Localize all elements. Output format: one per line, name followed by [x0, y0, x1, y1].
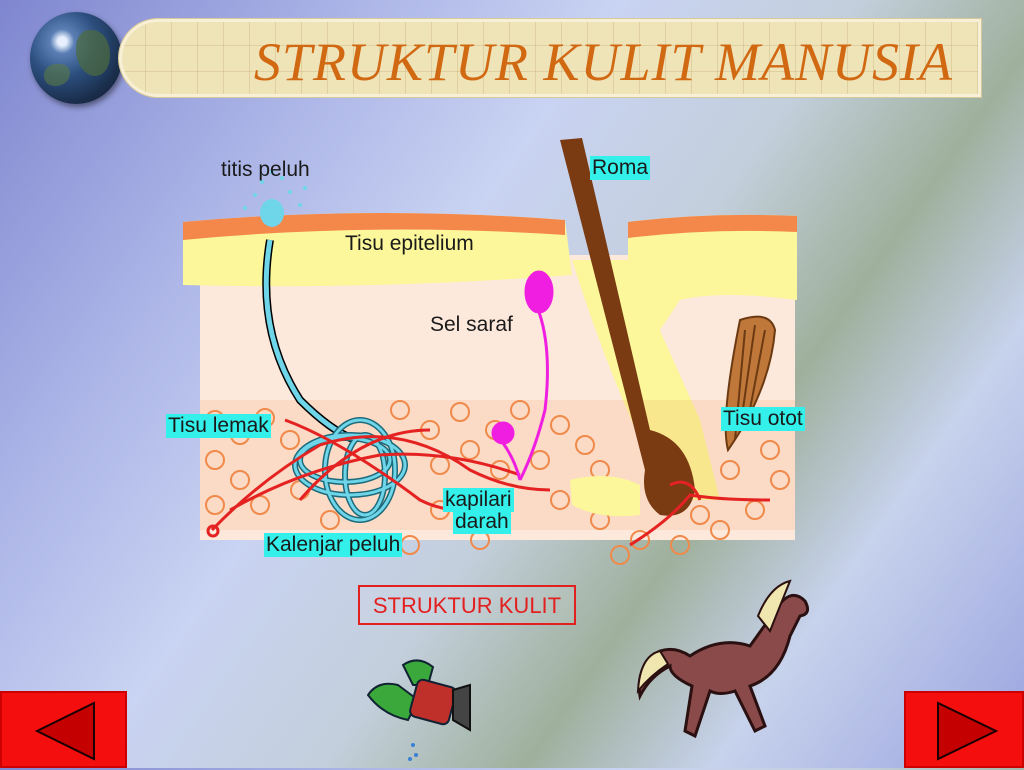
label-kapilari: kapilari: [443, 488, 514, 512]
label-kalenjar-peluh: Kalenjar peluh: [264, 533, 403, 557]
sweat-duct-inner: [263, 239, 356, 443]
epidermis-right: [628, 214, 797, 360]
label-tisu-epitelium: Tisu epitelium: [345, 232, 474, 255]
triangle-left-icon: [34, 701, 95, 761]
sweat-droplets: [243, 170, 307, 227]
label-darah: darah: [453, 510, 511, 534]
nerve-cell: [491, 270, 554, 481]
label-sel-saraf: Sel saraf: [430, 313, 513, 336]
label-titis-peluh: titis peluh: [221, 158, 310, 181]
watering-clipart: [366, 659, 471, 761]
next-slide-button[interactable]: [904, 691, 1024, 768]
triangle-right-icon: [937, 701, 999, 761]
horse-clipart: [636, 579, 810, 739]
slide-title: STRUKTUR KULIT MANUSIA: [253, 32, 953, 92]
blood-capillaries: [206, 418, 771, 547]
label-roma: Roma: [590, 156, 651, 180]
label-tisu-lemak: Tisu lemak: [166, 414, 271, 438]
globe-icon: [30, 12, 122, 104]
diagram-caption: STRUKTUR KULIT: [358, 585, 576, 625]
title-banner: STRUKTUR KULIT MANUSIA: [118, 18, 982, 98]
label-tisu-otot: Tisu otot: [721, 407, 805, 431]
prev-slide-button[interactable]: [0, 691, 127, 768]
hair-shaft: [560, 138, 695, 516]
follicle-base: [570, 476, 640, 517]
epidermis-right-top: [628, 214, 797, 238]
